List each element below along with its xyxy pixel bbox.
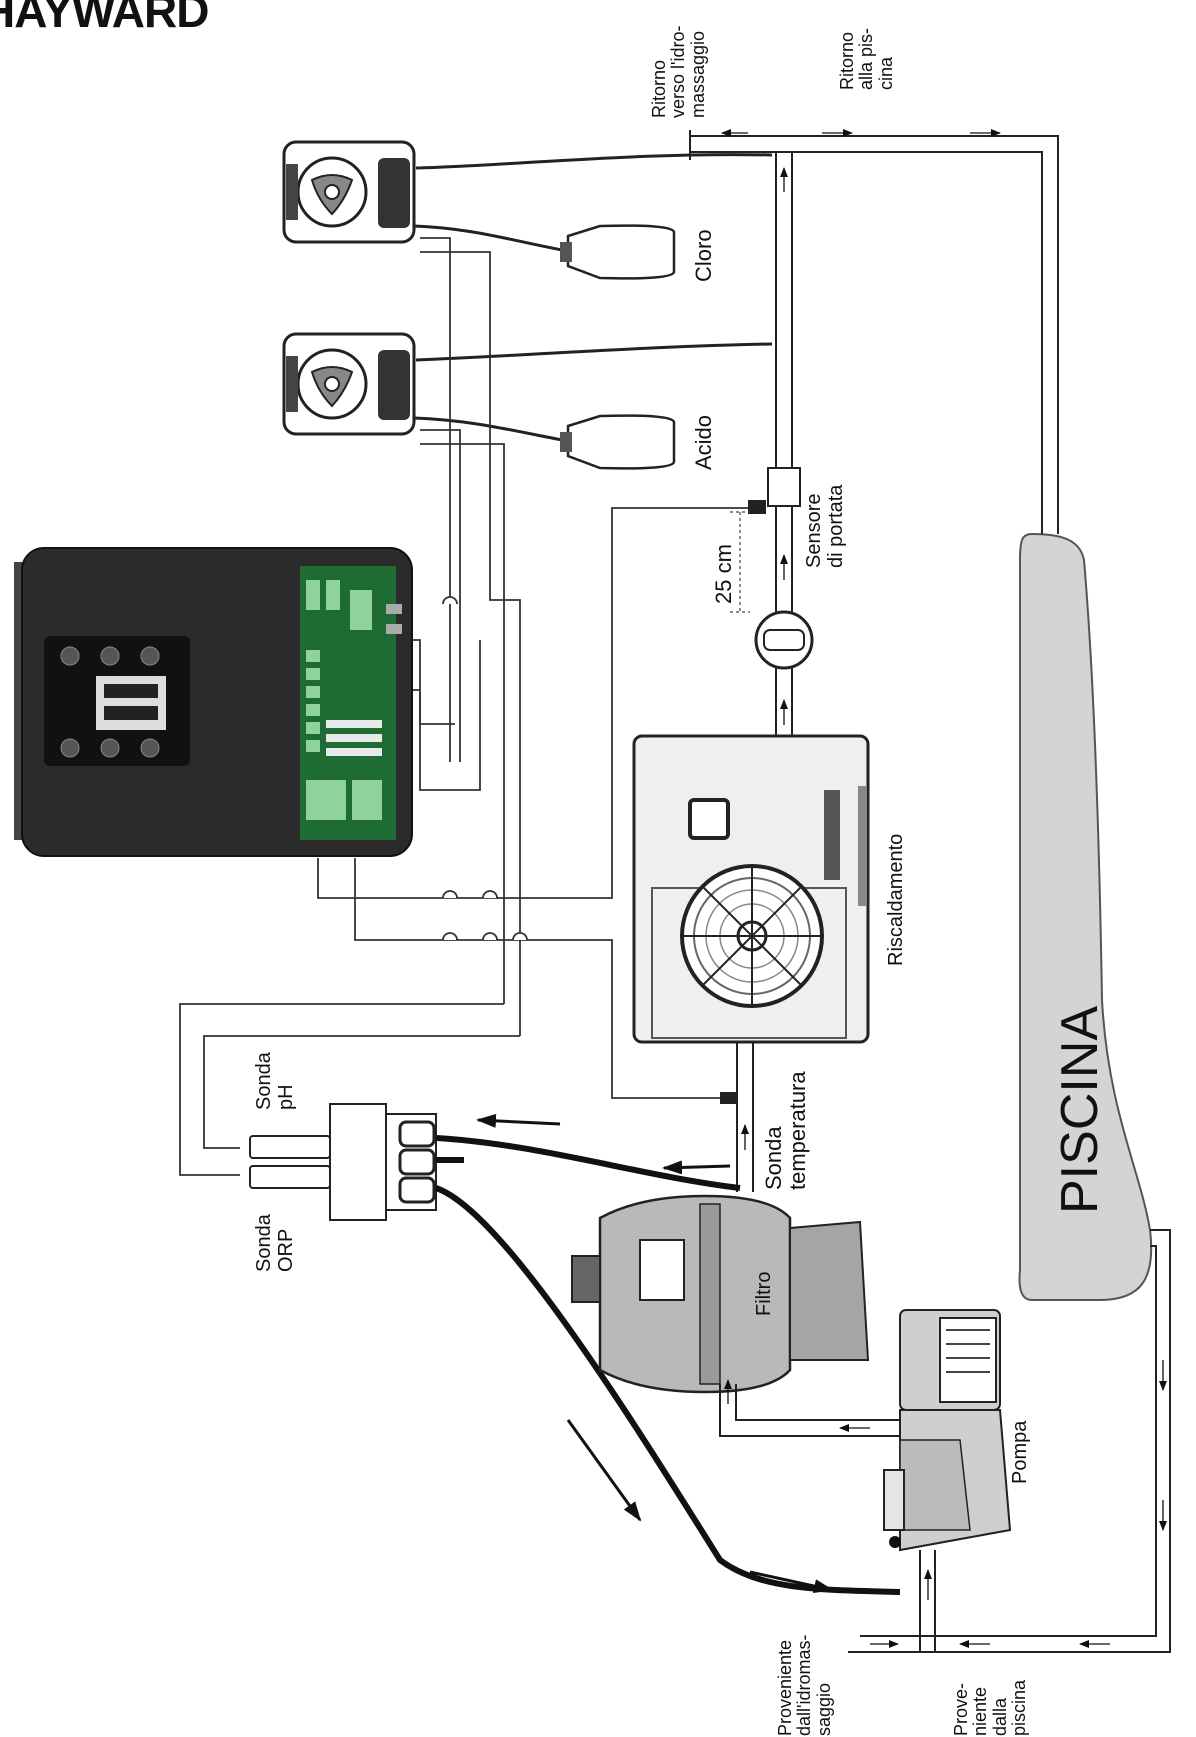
pool-shape	[1018, 532, 1153, 1301]
acid-suction-tube	[413, 416, 563, 442]
temperature-probe	[720, 1092, 736, 1104]
chlorine-suction-tube	[413, 224, 563, 252]
chlorine-injection-line	[415, 153, 773, 170]
cable-crossovers	[442, 596, 528, 941]
return-pipes	[689, 130, 1059, 534]
circulation-pump	[883, 1309, 1012, 1552]
orp-probe	[249, 1165, 331, 1189]
label-flow-sensor: Sensore di portata	[803, 484, 847, 568]
label-return-spa: Ritorno verso l'idro- massaggio	[649, 25, 708, 118]
label-filter: Filtro	[753, 1271, 775, 1316]
label-from-spa: Proveniente dall'idromas- saggio	[775, 1634, 834, 1736]
flow-sensor-pipe	[775, 468, 793, 735]
label-chlorine: Cloro	[691, 229, 716, 282]
sample-hose-in	[435, 1135, 741, 1191]
controller-unit	[14, 547, 413, 857]
label-distance: 25 cm	[711, 544, 736, 604]
controller-cables	[179, 237, 748, 1176]
hose-flow-arrows	[476, 1113, 834, 1593]
label-heating: Riscaldamento	[885, 833, 907, 966]
dosing-pump-chlorine	[282, 140, 416, 244]
dosing-pump-acid	[282, 332, 416, 436]
label-probe-ph: Sonda pH	[253, 1052, 297, 1110]
suction-pipes	[848, 1229, 1171, 1653]
flow-arrows-top	[721, 129, 1001, 192]
label-probe-orp: Sonda ORP	[253, 1214, 297, 1272]
probe-holder	[249, 1103, 437, 1221]
sand-filter	[571, 1194, 870, 1394]
label-from-pool: Prove- niente dalla piscina	[951, 1679, 1030, 1736]
flow-sensor-probe	[748, 500, 766, 514]
sample-hose-out	[434, 1185, 901, 1595]
acid-canister	[560, 414, 676, 470]
heater-feed-pipe	[736, 1042, 754, 1192]
distance-marker	[730, 511, 750, 613]
ph-probe	[249, 1135, 331, 1159]
label-probe-temperature: Sonda temperatura	[761, 1071, 810, 1190]
flow-arrows-bottom	[870, 1360, 1167, 1648]
label-acid: Acido	[691, 414, 716, 470]
chlorine-canister	[560, 224, 676, 280]
label-return-pool: Ritorno alla pis- cina	[837, 27, 896, 90]
label-pool: PISCINA	[1051, 1005, 1109, 1214]
filter-pump-pipe	[719, 1384, 920, 1437]
heat-pump	[632, 734, 870, 1044]
brand-logo: HAYWARD	[0, 0, 209, 37]
flow-sensor-body	[767, 467, 801, 507]
label-pump: Pompa	[1009, 1420, 1031, 1484]
acid-injection-line	[415, 342, 773, 362]
